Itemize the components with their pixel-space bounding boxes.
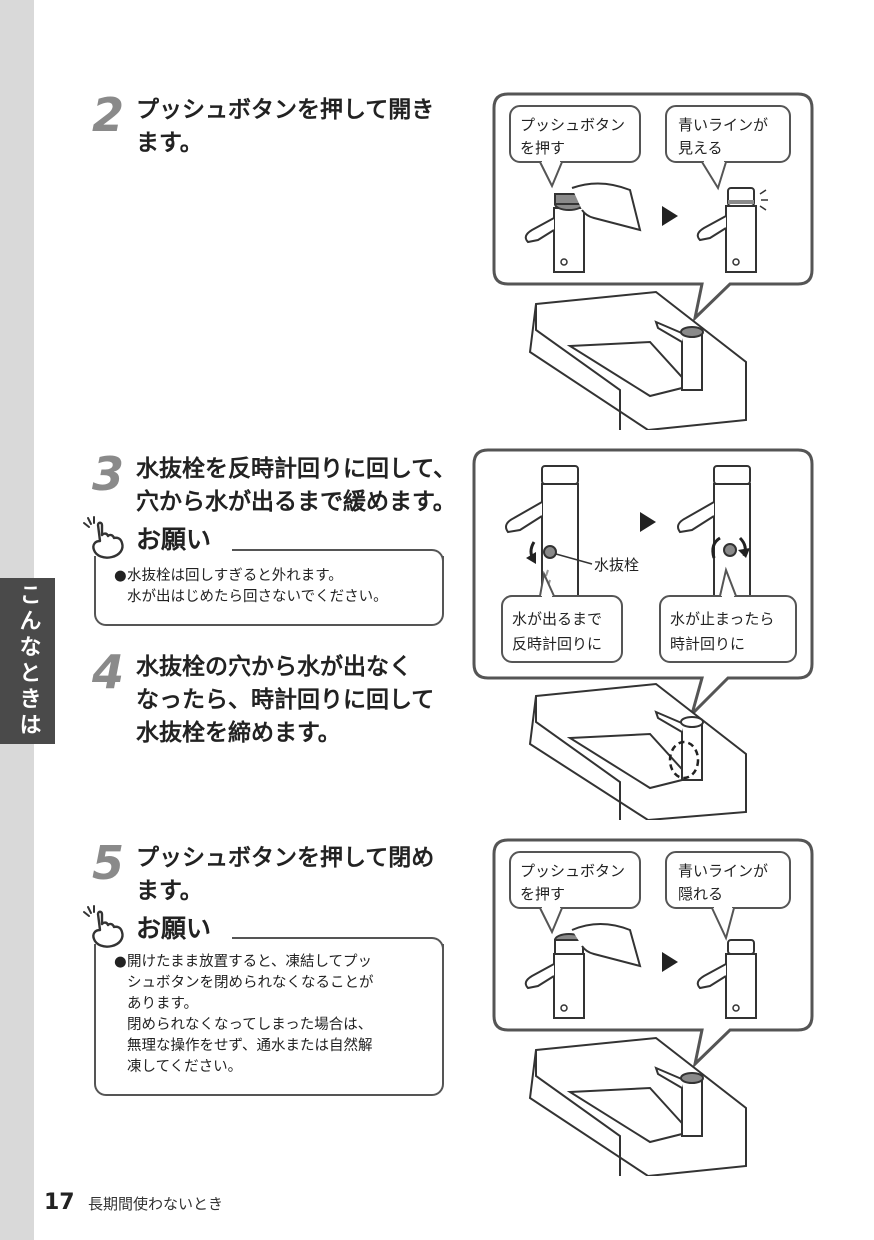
step-line: 穴から水が出るまで緩めます。 bbox=[136, 489, 456, 515]
faucet-right bbox=[696, 939, 757, 1019]
sink bbox=[528, 682, 747, 820]
step-line: プッシュボタンを押して閉め bbox=[136, 845, 435, 871]
sink bbox=[528, 1036, 747, 1176]
illustration-drain-plug: 水抜栓 水が出るまで 反時計回りに 水が止まったら 時計回りに bbox=[472, 448, 814, 820]
step-line: 水抜栓を締めます。 bbox=[136, 720, 341, 746]
illustration-push-open: プッシュボタン を押す 青いラインが 見える bbox=[492, 92, 814, 430]
faucet-left bbox=[505, 465, 579, 605]
step-text: プッシュボタンを押して閉め ます。 bbox=[136, 842, 434, 908]
section-title: 長期間使わないとき bbox=[88, 1195, 224, 1213]
bubble-line: 青いラインが bbox=[678, 862, 768, 880]
bubble-line: 隠れる bbox=[678, 885, 723, 903]
notice-line: 凍してください。 bbox=[127, 1059, 243, 1075]
arrow-right-icon bbox=[640, 512, 656, 532]
notice-heading: お願い bbox=[80, 515, 211, 561]
step-number: 4 bbox=[92, 645, 125, 699]
counterclockwise-arrow-icon bbox=[526, 552, 536, 564]
section-side-tab: こんなときは bbox=[0, 578, 55, 744]
notice-box: ●開けたまま放置すると、凍結してプッ シュボタンを閉められなくなることが ありま… bbox=[94, 944, 444, 1096]
step-text: 水抜栓の穴から水が出なく なったら、時計回りに回して 水抜栓を締めます。 bbox=[136, 651, 434, 750]
notice-line: 閉められなくなってしまった場合は、 bbox=[127, 1017, 373, 1033]
notice-line: 無理な操作をせず、通水または自然解 bbox=[127, 1038, 373, 1054]
notice-line: シュボタンを閉められなくなることが bbox=[127, 975, 374, 991]
step-3: 3 水抜栓を反時計回りに回して、 穴から水が出るまで緩めます。 bbox=[92, 447, 456, 519]
bubble-line: プッシュボタン bbox=[520, 862, 625, 880]
notice-rule bbox=[232, 549, 432, 551]
step-text: プッシュボタンを押して開き ます。 bbox=[136, 94, 434, 160]
bubble-line: 反時計回りに bbox=[512, 635, 602, 653]
step-number: 3 bbox=[92, 447, 125, 501]
notice-line: 水が出はじめたら回さないでください。 bbox=[127, 589, 388, 605]
step-line: 水抜栓を反時計回りに回して、 bbox=[136, 456, 457, 482]
bubble-line: を押す bbox=[520, 885, 565, 903]
bubble-line: 青いラインが bbox=[678, 116, 768, 134]
step-line: 水抜栓の穴から水が出なく bbox=[136, 654, 412, 680]
faucet-left bbox=[524, 923, 642, 1019]
faucet-right bbox=[696, 187, 768, 273]
drain-plug-label: 水抜栓 bbox=[594, 556, 639, 574]
step-4: 4 水抜栓の穴から水が出なく なったら、時計回りに回して 水抜栓を締めます。 bbox=[92, 645, 434, 750]
sink bbox=[528, 290, 747, 430]
clockwise-arrow-icon bbox=[738, 548, 750, 558]
bubble-line: 水が出るまで bbox=[512, 610, 602, 628]
arrow-right-icon bbox=[662, 952, 678, 972]
notice-box: ●水抜栓は回しすぎると外れます。 水が出はじめたら回さないでください。 bbox=[94, 556, 444, 626]
bubble-line: プッシュボタン bbox=[520, 116, 625, 134]
faucet-left bbox=[524, 182, 642, 273]
notice-rule bbox=[232, 937, 432, 939]
notice-label: お願い bbox=[136, 525, 212, 554]
notice-line: あります。 bbox=[127, 996, 199, 1012]
notice-text: ●開けたまま放置すると、凍結してプッ シュボタンを閉められなくなることが ありま… bbox=[96, 944, 442, 1086]
step-number: 2 bbox=[92, 88, 125, 142]
notice-heading: お願い bbox=[80, 904, 211, 950]
drain-plug-highlight bbox=[668, 740, 700, 780]
illustration-push-close: プッシュボタン を押す 青いラインが 隠れる bbox=[492, 838, 814, 1176]
pointing-hand-icon bbox=[83, 905, 124, 948]
page-number: 17 bbox=[44, 1190, 75, 1215]
step-5: 5 プッシュボタンを押して閉め ます。 bbox=[92, 836, 434, 908]
pointing-hand-icon bbox=[83, 516, 124, 559]
notice-label: お願い bbox=[136, 914, 212, 943]
step-line: ます。 bbox=[136, 130, 203, 156]
notice-text: ●水抜栓は回しすぎると外れます。 水が出はじめたら回さないでください。 bbox=[96, 556, 442, 616]
notice-line: 開けたまま放置すると、凍結してプッ bbox=[127, 954, 373, 970]
bubble-line: 見える bbox=[678, 139, 723, 157]
bullet: ● bbox=[114, 954, 127, 970]
notice-line: 水抜栓は回しすぎると外れます。 bbox=[127, 568, 343, 584]
step-number: 5 bbox=[92, 836, 125, 890]
step-line: ます。 bbox=[136, 878, 203, 904]
bubble-line: を押す bbox=[520, 139, 565, 157]
step-2: 2 プッシュボタンを押して開き ます。 bbox=[92, 88, 434, 160]
step-line: プッシュボタンを押して開き bbox=[136, 97, 435, 123]
arrow-right-icon bbox=[662, 206, 678, 226]
bullet: ● bbox=[114, 568, 127, 584]
bubble-line: 水が止まったら bbox=[670, 610, 774, 628]
step-text: 水抜栓を反時計回りに回して、 穴から水が出るまで緩めます。 bbox=[136, 453, 456, 519]
step-line: なったら、時計回りに回して bbox=[136, 687, 435, 713]
bubble-line: 時計回りに bbox=[670, 635, 745, 653]
